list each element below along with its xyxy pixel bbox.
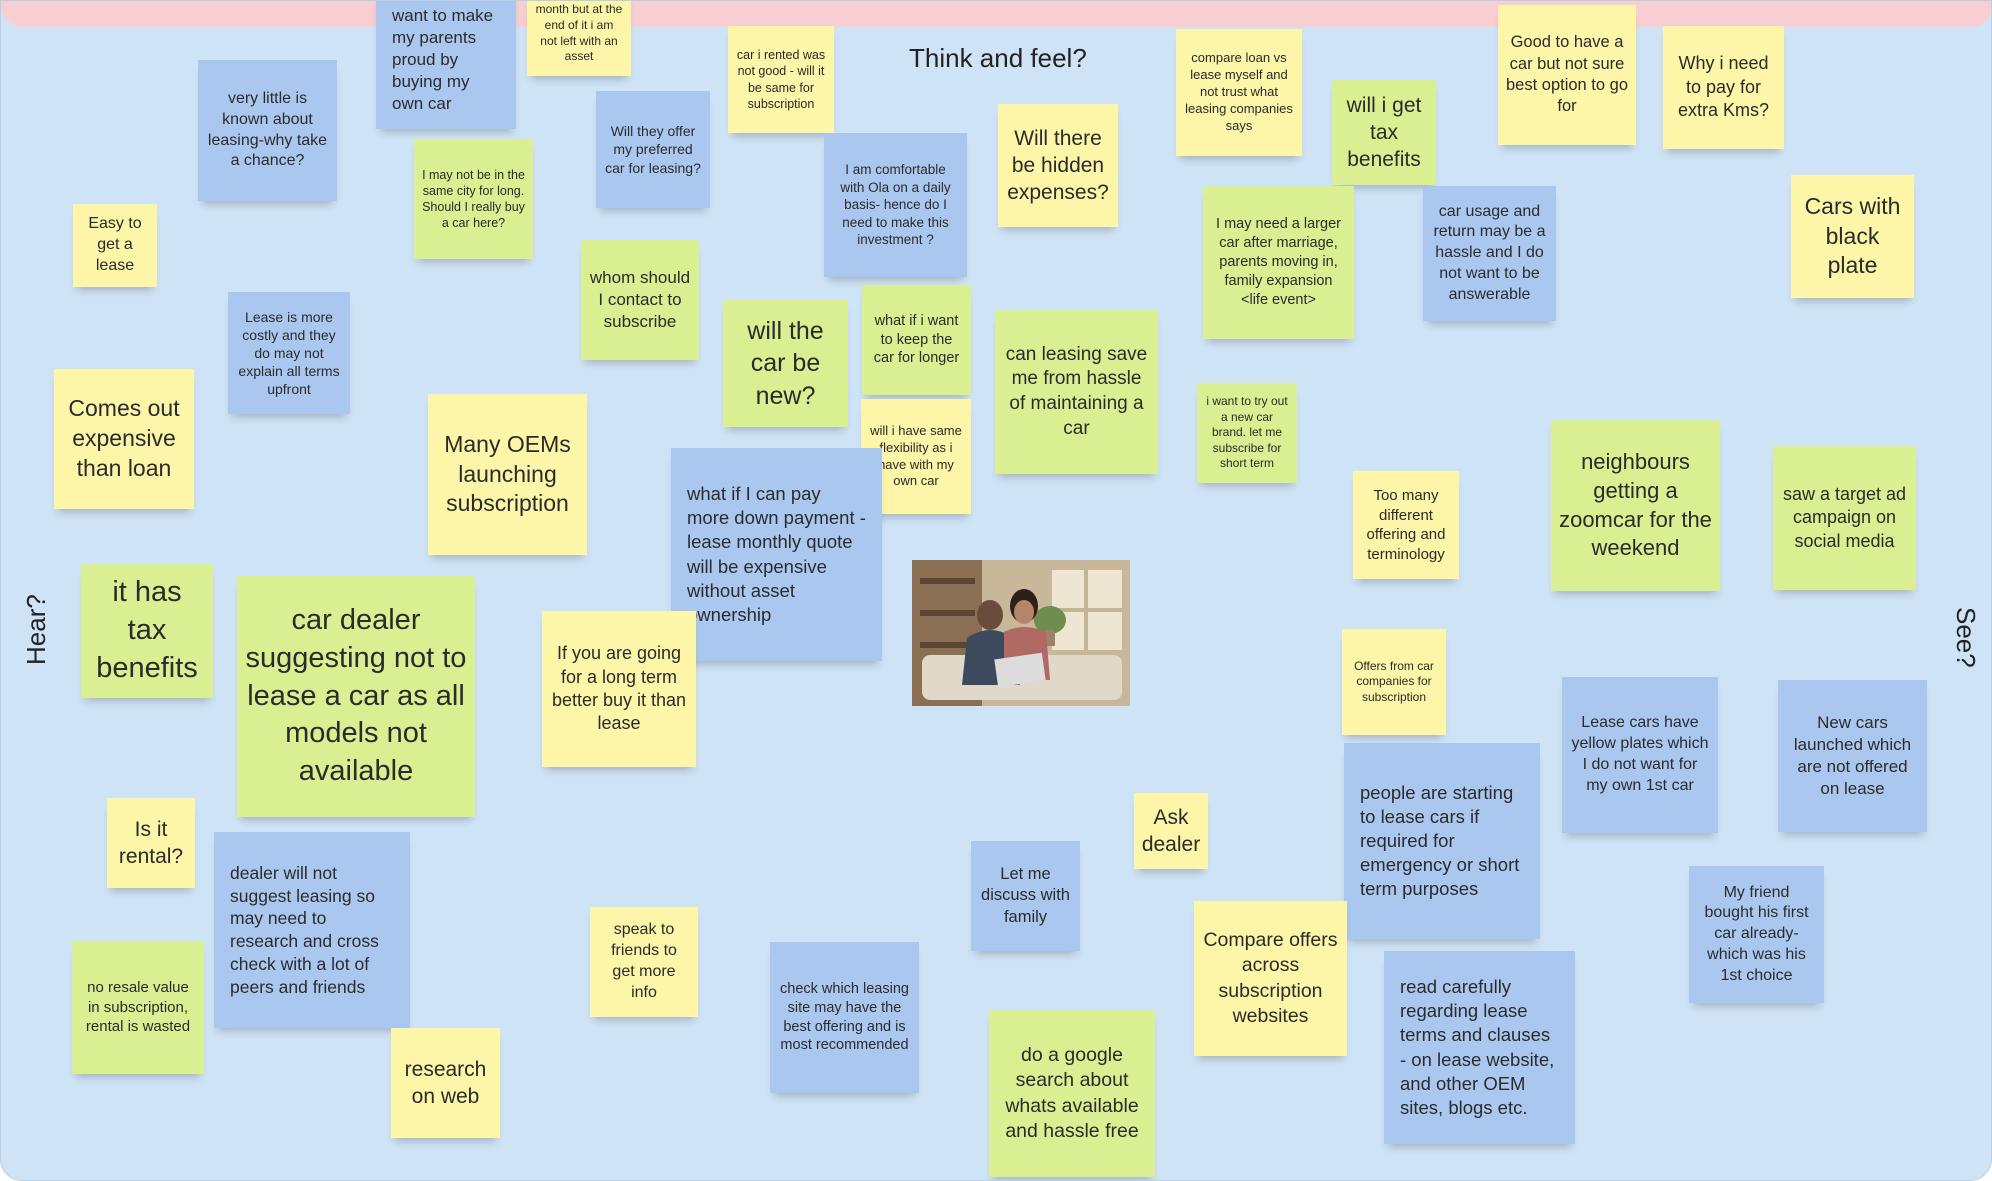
sticky-note[interactable]: whom should I contact to subscribe: [581, 240, 699, 360]
sticky-note[interactable]: what if i want to keep the car for longe…: [862, 285, 971, 395]
sticky-note[interactable]: Many OEMs launching subscription: [428, 394, 587, 555]
sticky-note[interactable]: can leasing save me from hassle of maint…: [995, 310, 1158, 474]
top-section-band: [1, 1, 1991, 27]
sticky-note[interactable]: speak to friends to get more info: [590, 907, 698, 1017]
couple-with-laptop-photo: [912, 560, 1130, 706]
sticky-note[interactable]: I am comfortable with Ola on a daily bas…: [824, 133, 967, 277]
sticky-note[interactable]: want to make my parents proud by buying …: [376, 1, 516, 129]
sticky-note[interactable]: Compare offers across subscription websi…: [1194, 901, 1347, 1056]
sticky-note[interactable]: people are starting to lease cars if req…: [1344, 743, 1540, 939]
sticky-note[interactable]: Ask dealer: [1134, 793, 1208, 869]
sticky-note[interactable]: check which leasing site may have the be…: [770, 942, 919, 1093]
sticky-note[interactable]: saw a target ad campaign on social media: [1773, 446, 1916, 590]
sticky-note[interactable]: read carefully regarding lease terms and…: [1384, 951, 1575, 1144]
sticky-note[interactable]: will i get tax benefits: [1332, 80, 1436, 185]
sticky-note[interactable]: dealer will not suggest leasing so may n…: [214, 832, 410, 1028]
sticky-note[interactable]: Will there be hidden expenses?: [998, 104, 1118, 227]
sticky-note[interactable]: i want to try out a new car brand. let m…: [1197, 383, 1297, 483]
sticky-note[interactable]: car usage and return may be a hassle and…: [1423, 186, 1556, 321]
sticky-note[interactable]: car i rented was not good - will it be s…: [728, 26, 834, 133]
section-label-see: See?: [1951, 607, 1981, 668]
sticky-note[interactable]: neighbours getting a zoomcar for the wee…: [1551, 420, 1720, 591]
sticky-note[interactable]: it has tax benefits: [81, 564, 213, 698]
sticky-note[interactable]: Cars with black plate: [1791, 175, 1914, 298]
sticky-note[interactable]: research on web: [391, 1028, 500, 1138]
section-label-hear: Hear?: [21, 594, 51, 665]
sticky-note[interactable]: Why i need to pay for extra Kms?: [1663, 26, 1784, 149]
sticky-note[interactable]: Comes out expensive than loan: [54, 369, 194, 509]
sticky-note[interactable]: do a google search about whats available…: [989, 1010, 1155, 1177]
sticky-note[interactable]: no resale value in subscription, rental …: [72, 941, 204, 1074]
sticky-note[interactable]: car dealer suggesting not to lease a car…: [237, 576, 475, 817]
section-label-think-and-feel: Think and feel?: [909, 43, 1087, 73]
sticky-note[interactable]: Let me discuss with family: [971, 841, 1080, 951]
sticky-note[interactable]: Too many different offering and terminol…: [1353, 471, 1459, 579]
sticky-note[interactable]: compare loan vs lease myself and not tru…: [1176, 29, 1302, 156]
sticky-note[interactable]: very little is known about leasing-why t…: [198, 60, 337, 201]
sticky-note[interactable]: Will they offer my preferred car for lea…: [596, 91, 710, 208]
sticky-note[interactable]: Good to have a car but not sure best opt…: [1498, 5, 1636, 145]
sticky-note[interactable]: Easy to get a lease: [73, 204, 157, 287]
sticky-note[interactable]: If you are going for a long term better …: [542, 611, 696, 767]
sticky-note[interactable]: what if I can pay more down payment - le…: [671, 448, 882, 661]
sticky-note[interactable]: Offers from car companies for subscripti…: [1342, 629, 1446, 735]
sticky-note[interactable]: Is it rental?: [107, 798, 195, 888]
sticky-note[interactable]: New cars launched which are not offered …: [1778, 680, 1927, 832]
sticky-note[interactable]: My friend bought his first car already- …: [1689, 866, 1824, 1003]
sticky-note[interactable]: I may not be in the same city for long. …: [414, 139, 533, 259]
sticky-note[interactable]: I may need a larger car after marriage, …: [1203, 186, 1354, 339]
sticky-note[interactable]: Lease cars have yellow plates which I do…: [1562, 677, 1718, 833]
sticky-note[interactable]: Lease is more costly and they do may not…: [228, 292, 350, 414]
sticky-note[interactable]: month but at the end of it i am not left…: [527, 1, 631, 76]
sticky-note[interactable]: will the car be new?: [723, 300, 848, 427]
